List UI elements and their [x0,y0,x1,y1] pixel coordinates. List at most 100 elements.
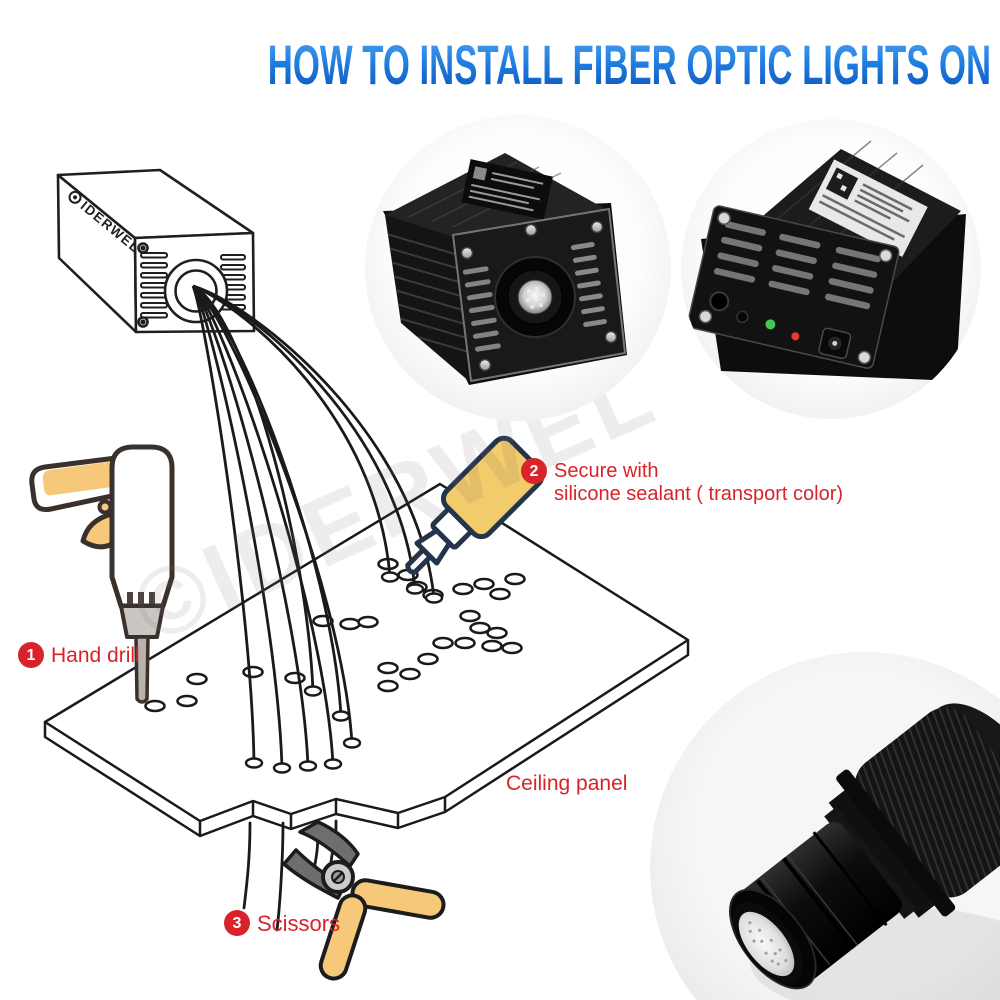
panel-hole [144,699,166,713]
fiber-end-in-hole [303,685,323,697]
audio-jack-port [709,291,730,312]
fiber-end-in-hole [405,583,425,595]
device-top-face [736,149,961,315]
step-3-text: Scissors [257,911,341,936]
panel-hole [452,582,474,596]
panel-holes [144,557,526,713]
fiber-strand [191,285,256,764]
box-screws [137,242,149,328]
scissors-screw-slot [332,871,344,883]
hanging-fiber [275,821,285,932]
fiber-end-in-hole [323,758,343,770]
device-back-plate [687,205,900,369]
fiber-strand [192,284,436,599]
panel-hole [501,641,523,655]
step-2-text: Secure with silicone sealant ( transport… [554,460,843,506]
panel-hole [486,626,508,640]
step-2-line1: Secure with [554,460,659,482]
page-title: HOW TO INSTALL FIBER OPTIC LIGHTS ON CEI… [268,35,1000,95]
sealant-bottle-drawing [405,435,545,575]
step-1-text: Hand drill [51,644,140,667]
panel-hole [417,652,439,666]
panel-hole [284,671,306,685]
panel-hole [481,639,503,653]
panel-hole [454,636,476,650]
panel-hole [489,587,511,601]
scissors-drawing [282,820,446,981]
panel-top-face [43,482,690,823]
device-top-sticker [808,159,928,257]
hanging-fiber [242,821,252,910]
fiber-bundle-face [738,911,795,977]
fiber-end-in-hole [380,571,400,583]
step-2-badge: 2 [521,458,547,484]
panel-thickness-edge [43,640,690,838]
panel-hole [357,615,379,629]
drill-bit [134,635,150,704]
panel-hole [432,636,454,650]
ceiling-panel-drawing [43,482,690,838]
red-led [791,332,800,341]
fiber-strand [192,284,354,744]
mic-hole [736,310,749,324]
step-1-badge: 1 [18,642,44,668]
hex-nut-edge [836,769,956,917]
device-back-body [687,140,966,381]
fiber-strand [192,284,335,765]
photo-inset-device-front [365,115,671,421]
fiber-end-in-hole [331,710,351,722]
panel-hole [399,667,421,681]
panel-hole [339,617,361,631]
bottle-body [440,435,545,540]
drill-chuck-prongs [127,592,155,610]
device-top-sticker [461,159,553,220]
fiber-optic-strands [191,284,444,774]
back-plate-vents [713,221,881,310]
panel-hole [186,672,208,686]
fiber-strand [191,285,310,767]
green-led [765,319,776,330]
device-front-photo [365,115,671,421]
scissors-blade-upper [298,820,360,868]
drill-handle-grip [42,461,115,496]
fiber-end-in-hole [424,592,444,604]
scissors-handle-lower [318,893,368,981]
panel-hole [242,665,264,679]
step-label-scissors: 3 Scissors [224,910,341,936]
panel-hole [459,609,481,623]
panel-hole [377,679,399,693]
front-plate-vents-right [570,242,607,328]
box-vent-slots [140,252,246,319]
connector-body [728,703,1000,990]
back-plate-screws [698,211,893,365]
device-back-photo [681,119,981,419]
fiber-end-in-hole [342,737,362,749]
scissors-handle-right [350,878,446,920]
photo-inset-device-back [681,119,981,419]
lens-led-dots [526,287,545,309]
fiber-end-in-hole [272,762,292,774]
connector-photo [650,652,1000,1000]
bottle-tip [405,547,433,575]
lens-glass [517,279,553,315]
step-label-sealant: 2 Secure with silicone sealant ( transpo… [521,458,843,506]
panel-hole [504,572,526,586]
panel-hole [176,694,198,708]
fiber-end-in-hole [244,757,264,769]
step-label-hand-drill: 1 Hand drill [18,642,140,668]
drill-body [109,444,175,609]
panel-hole [473,577,495,591]
drill-trigger [80,511,115,550]
front-plate-vents-left [462,266,501,352]
fiber-bundle-speckles [748,921,788,966]
fiber-strand [192,284,315,692]
step-3-badge: 3 [224,910,250,936]
drill-button [97,499,113,515]
front-plate-screws [460,220,618,372]
ceiling-panel-label: Ceiling panel [506,772,628,795]
device-front-body [383,153,627,385]
light-engine-drawing: IDERWEL [56,168,256,334]
fiber-strand [191,285,284,769]
